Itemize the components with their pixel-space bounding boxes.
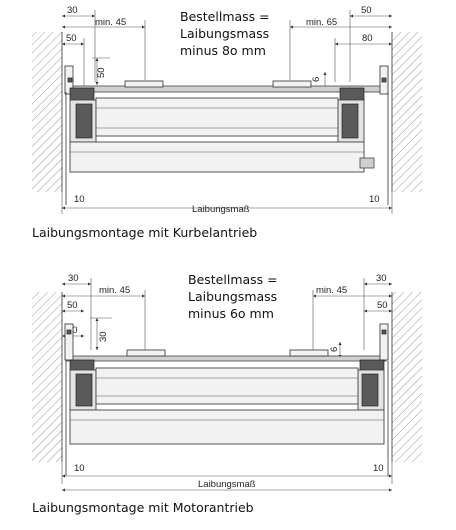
dim2-bottom-right: 10 (373, 463, 384, 474)
dim-left-top: 30 (67, 5, 78, 16)
dim-left-vertical: 50 (96, 67, 107, 78)
note2-line-2: Laibungsmass (188, 289, 277, 304)
dim2-right-top: 30 (376, 273, 387, 284)
note-line-2: Laibungsmass (180, 26, 269, 41)
diagram-crank: 30 min. 45 50 50 min. 65 50 80 6 Bestell… (32, 5, 422, 240)
left-wall (32, 32, 62, 192)
dim-right-second: 80 (362, 33, 373, 44)
dim-left-min: min. 45 (95, 17, 126, 28)
right-wall (392, 32, 422, 192)
dim2-bottom-center: Laibungsmaß (198, 479, 256, 490)
dim2-right-vertical: 6 (329, 347, 340, 352)
dim2-right-min: min. 45 (316, 285, 347, 296)
diagram-motor: 30 min. 45 50 30 50 min. 45 30 50 6 Best… (32, 272, 422, 515)
dim2-left-top: 30 (68, 273, 79, 284)
note2-line-3: minus 6o mm (188, 306, 274, 321)
note-line-1: Bestellmass = (180, 9, 270, 24)
dim2-left-second: 50 (67, 300, 78, 311)
dim-left-second: 50 (66, 33, 77, 44)
dim2-left-min: min. 45 (99, 285, 130, 296)
dim-bottom-right: 10 (369, 194, 380, 205)
dim-right-vertical: 6 (311, 77, 322, 82)
left-wall-2 (32, 292, 62, 462)
dim2-right-second: 50 (377, 300, 388, 311)
caption-motor: Laibungsmontage mit Motorantrieb (32, 500, 254, 515)
note-line-3: minus 8o mm (180, 43, 266, 58)
dim2-bottom-left: 10 (74, 463, 85, 474)
dim-bottom-left: 10 (74, 194, 85, 205)
dim-right-top: 50 (361, 5, 372, 16)
dim-bottom-center: Laibungsmaß (192, 204, 250, 215)
dim-right-min: min. 65 (306, 17, 337, 28)
caption-crank: Laibungsmontage mit Kurbelantrieb (32, 225, 257, 240)
dim2-left-vertical2: 30 (98, 331, 109, 342)
note2-line-1: Bestellmass = (188, 272, 278, 287)
right-wall-2 (392, 292, 422, 462)
